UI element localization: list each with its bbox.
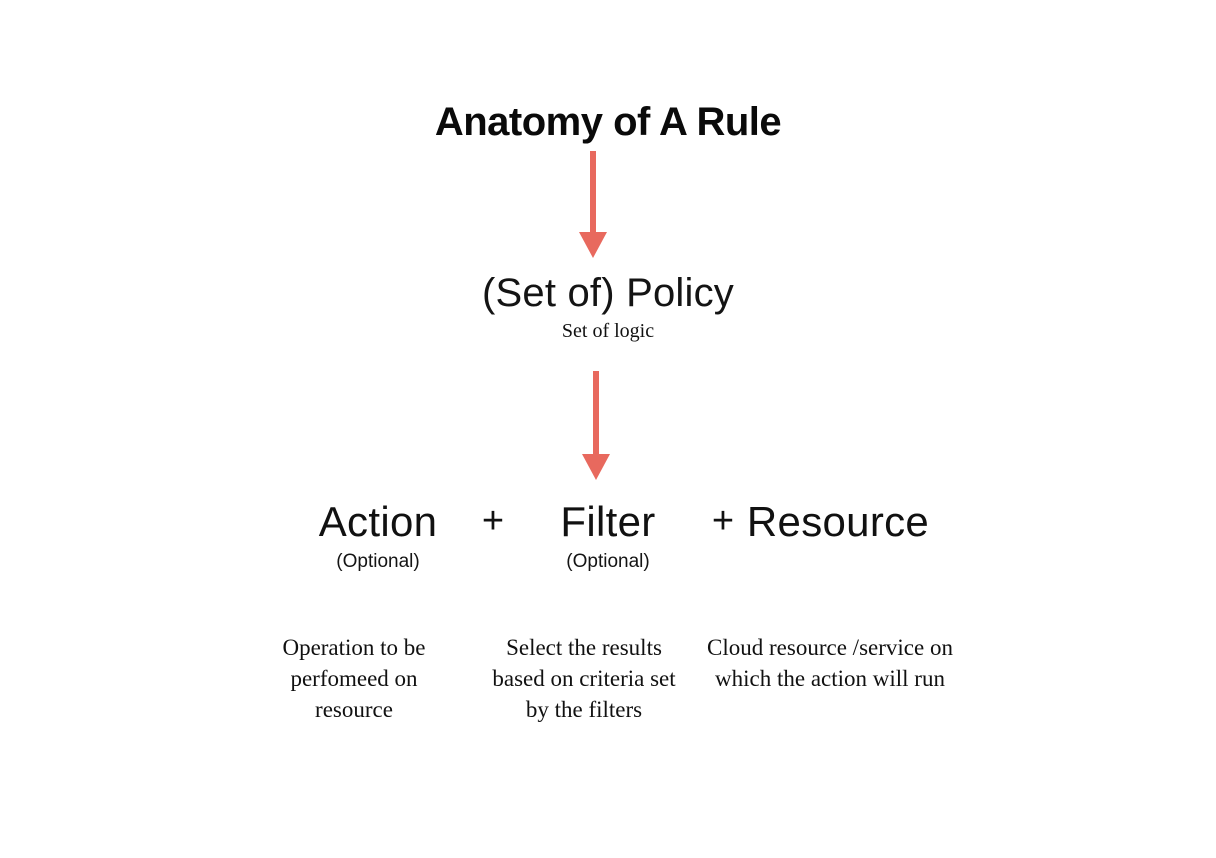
- policy-block: (Set of) Policy Set of logic: [0, 270, 1216, 343]
- plus-operator-1: +: [481, 500, 505, 542]
- component-filter-label: Filter: [560, 498, 656, 545]
- components-row: Action (Optional) + Filter (Optional) + …: [0, 498, 1216, 574]
- component-action: Action (Optional): [285, 498, 471, 574]
- description-action: Operation to be perfomeed on resource: [282, 635, 426, 722]
- page-title: Anatomy of A Rule: [434, 100, 782, 144]
- component-action-label: Action: [318, 498, 438, 545]
- arrow-title-to-policy-icon: [579, 151, 607, 258]
- description-filter: Select the results based on criteria set…: [492, 635, 676, 722]
- descriptions-row: Operation to be perfomeed on resource Se…: [0, 632, 1216, 725]
- arrow-policy-to-components-icon: [582, 371, 610, 480]
- policy-heading: (Set of) Policy: [482, 271, 734, 315]
- component-filter: Filter (Optional): [515, 498, 701, 574]
- component-filter-optional-label: (Optional): [566, 551, 650, 573]
- description-resource: Cloud resource /service on which the act…: [707, 635, 953, 691]
- component-resource: Resource: [745, 498, 931, 574]
- component-resource-optional-label: [745, 551, 931, 574]
- component-action-optional-label: (Optional): [336, 551, 420, 573]
- policy-subtitle: Set of logic: [561, 320, 655, 342]
- plus-operator-2: +: [711, 500, 735, 542]
- component-resource-label: Resource: [746, 498, 930, 545]
